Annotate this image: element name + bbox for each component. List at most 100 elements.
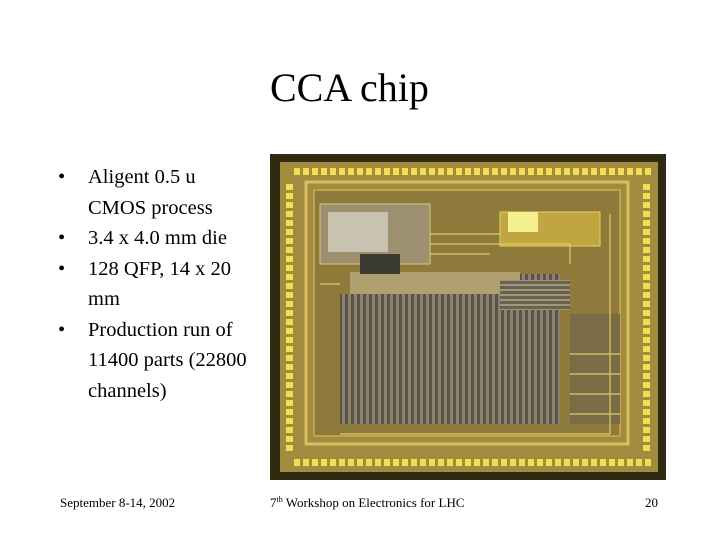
bond-pad [286, 193, 293, 199]
bond-pad [286, 247, 293, 253]
bond-pad [643, 373, 650, 379]
footer-workshop: 7th Workshop on Electronics for LHC [270, 495, 465, 511]
bond-pad [643, 265, 650, 271]
bond-pad [483, 168, 489, 175]
bond-pad [366, 459, 372, 466]
bond-pad [312, 168, 318, 175]
bond-pad [286, 283, 293, 289]
bond-pad [643, 229, 650, 235]
bond-pad [582, 168, 588, 175]
bond-pad [643, 418, 650, 424]
bond-pad [537, 168, 543, 175]
bond-pad [330, 459, 336, 466]
bullet-dot: • [58, 257, 66, 280]
bond-pad [286, 292, 293, 298]
bond-pad [510, 168, 516, 175]
bond-pad [321, 168, 327, 175]
footer-page-number: 20 [645, 495, 658, 510]
bond-pad [643, 238, 650, 244]
bond-pads [286, 168, 651, 466]
bond-pad [286, 391, 293, 397]
bond-pad [618, 459, 624, 466]
bond-pad [643, 382, 650, 388]
bond-pad [555, 168, 561, 175]
bond-pad [286, 238, 293, 244]
bullet-item: •Production run of 11400 parts (22800 ch… [58, 315, 258, 407]
bond-pad [339, 168, 345, 175]
bond-pad [643, 346, 650, 352]
bond-pad [643, 220, 650, 226]
bond-pad [447, 168, 453, 175]
bond-pad [357, 168, 363, 175]
bond-pad [286, 409, 293, 415]
bond-pad [643, 292, 650, 298]
bond-pad [456, 168, 462, 175]
bond-pad [411, 168, 417, 175]
bond-pad [492, 168, 498, 175]
bond-pad [303, 459, 309, 466]
core-array [340, 294, 520, 424]
bond-pad [420, 168, 426, 175]
bond-pad [643, 184, 650, 190]
routing-lines [320, 214, 620, 435]
bond-pad [645, 168, 651, 175]
bond-pad [636, 459, 642, 466]
bond-pad [375, 168, 381, 175]
bond-pad [294, 168, 300, 175]
bullet-dot: • [58, 166, 66, 188]
bond-pad [438, 168, 444, 175]
bond-pad [286, 364, 293, 370]
bond-pad [627, 459, 633, 466]
bond-pad [294, 459, 300, 466]
bond-pad [303, 168, 309, 175]
bond-pad [643, 256, 650, 262]
label-block [508, 212, 538, 232]
bond-pad [384, 459, 390, 466]
bond-pad [492, 459, 498, 466]
bond-pad [286, 382, 293, 388]
bond-pad [286, 418, 293, 424]
bond-pad [411, 459, 417, 466]
bond-pad [636, 168, 642, 175]
bond-pad [286, 274, 293, 280]
bond-pad [286, 265, 293, 271]
bullet-text: Production run of 11400 parts (22800 cha… [88, 318, 247, 402]
bond-pad [366, 168, 372, 175]
bond-pad [643, 202, 650, 208]
chip-die-image [270, 154, 666, 480]
bond-pad [286, 202, 293, 208]
bond-pad [519, 168, 525, 175]
footer-date: September 8-14, 2002 [60, 495, 176, 510]
bond-pad [286, 445, 293, 451]
bond-pad [286, 220, 293, 226]
bond-pad [643, 301, 650, 307]
bond-pad [286, 346, 293, 352]
bond-pad [643, 319, 650, 325]
bullet-item: •3.4 x 4.0 mm die [58, 223, 258, 254]
bond-pad [456, 459, 462, 466]
bond-pad [591, 459, 597, 466]
bond-pad [286, 229, 293, 235]
bond-pad [643, 211, 650, 217]
bond-pad [643, 247, 650, 253]
bond-pad [286, 301, 293, 307]
bond-pad [643, 427, 650, 433]
bond-pad [643, 364, 650, 370]
bond-pad [393, 168, 399, 175]
bond-pad [501, 459, 507, 466]
bond-pad [546, 459, 552, 466]
bond-pad [465, 459, 471, 466]
slide-title: CCA chip [270, 65, 429, 110]
bond-pad [643, 310, 650, 316]
bond-pad [384, 168, 390, 175]
bond-pad [573, 459, 579, 466]
bond-pad [286, 355, 293, 361]
bond-pad [627, 168, 633, 175]
bond-pad [643, 400, 650, 406]
bond-pad [555, 459, 561, 466]
bond-pad [357, 459, 363, 466]
bond-pad [643, 436, 650, 442]
bullet-text: Aligent 0.5 u CMOS process [88, 166, 213, 219]
bond-pad [330, 168, 336, 175]
bond-pad [447, 459, 453, 466]
